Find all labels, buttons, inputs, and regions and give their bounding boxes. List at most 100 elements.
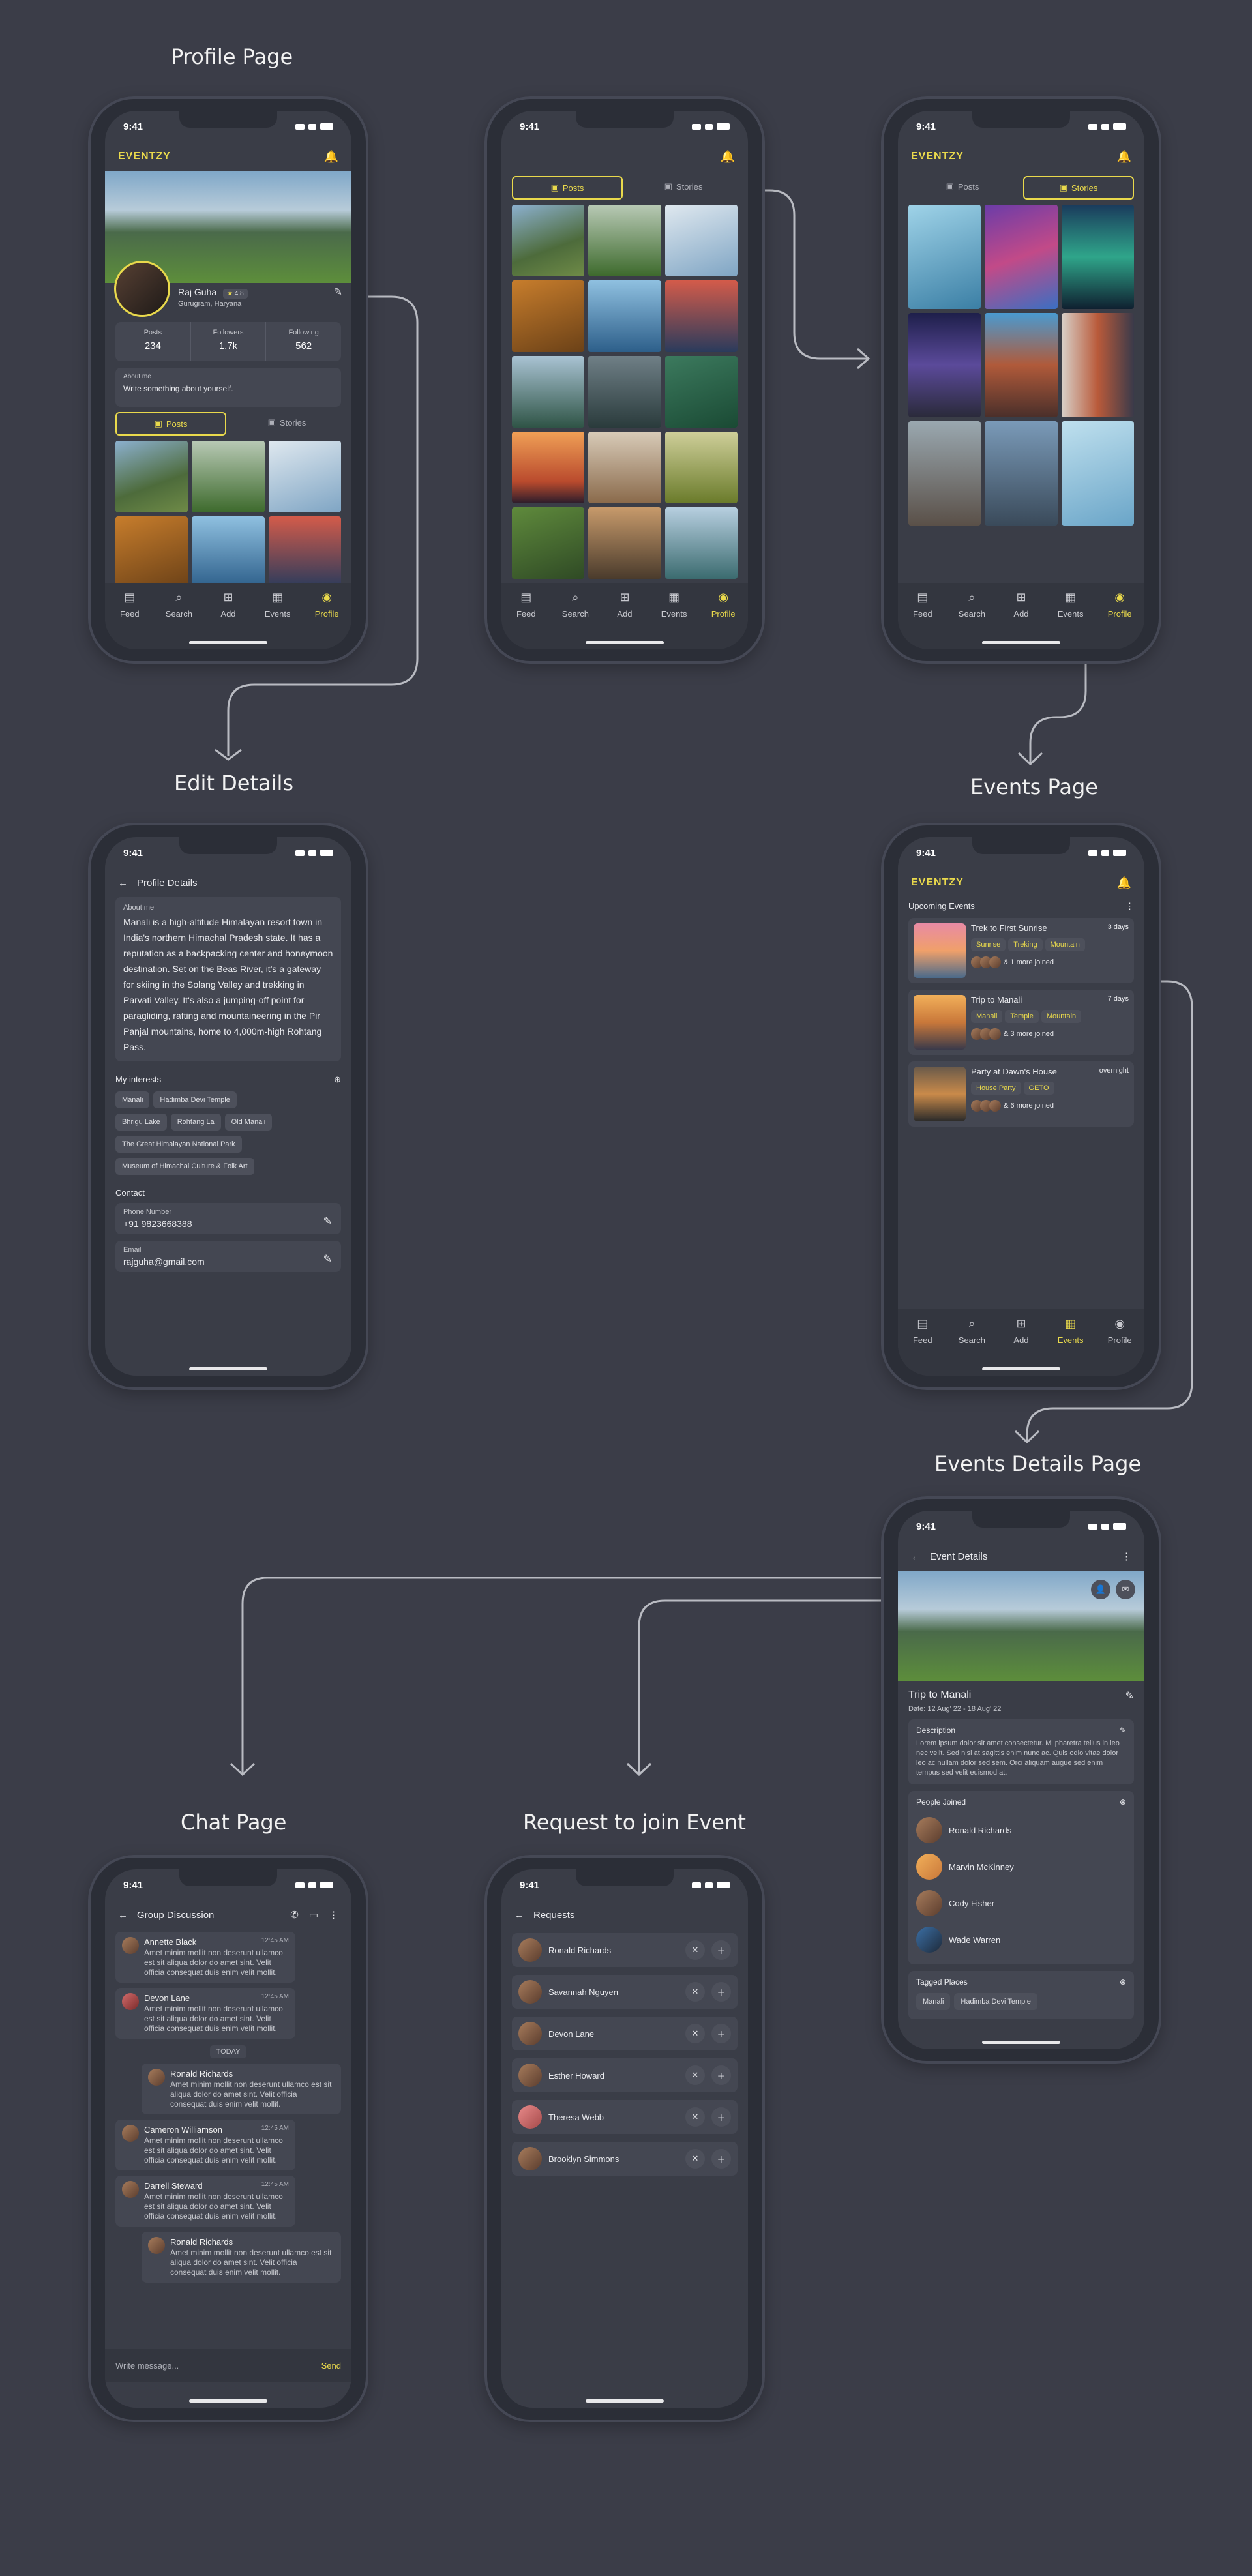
- story-thumb[interactable]: [1061, 421, 1134, 526]
- send-button[interactable]: Send: [321, 2360, 341, 2371]
- nav-events[interactable]: ▦Events: [655, 589, 694, 649]
- post-thumb[interactable]: [115, 441, 188, 512]
- decline-close-icon[interactable]: ✕: [685, 1940, 705, 1960]
- profile-avatar[interactable]: [114, 261, 170, 317]
- accept-add-user-icon[interactable]: ＋: [711, 2065, 731, 2085]
- nav-add[interactable]: ⊞Add: [1002, 1316, 1041, 1376]
- accept-add-user-icon[interactable]: ＋: [711, 2149, 731, 2169]
- more-vertical-icon[interactable]: ⋮: [1122, 1551, 1131, 1562]
- person-row[interactable]: Cody Fisher: [916, 1885, 1126, 1921]
- interest-chip[interactable]: Manali: [115, 1091, 150, 1108]
- interest-chip[interactable]: Old Manali: [224, 1114, 273, 1131]
- post-thumb[interactable]: [512, 280, 585, 352]
- story-thumb[interactable]: [985, 205, 1058, 309]
- about-me-card[interactable]: About me Manali is a high-altitude Himal…: [115, 897, 341, 1061]
- decline-close-icon[interactable]: ✕: [685, 1982, 705, 2002]
- add-circle-icon[interactable]: ⊕: [334, 1074, 341, 1084]
- notification-bell-icon[interactable]: 🔔: [323, 149, 338, 163]
- edit-icon[interactable]: ✎: [323, 1216, 332, 1227]
- decline-close-icon[interactable]: ✕: [685, 2065, 705, 2085]
- post-thumb[interactable]: [664, 280, 738, 352]
- nav-profile[interactable]: ◉Profile: [1100, 1316, 1139, 1376]
- nav-search[interactable]: ⌕Search: [952, 1316, 991, 1376]
- nav-events[interactable]: ▦Events: [1051, 589, 1090, 649]
- story-thumb[interactable]: [985, 421, 1058, 526]
- message-input[interactable]: Write message...: [115, 2360, 179, 2371]
- edit-icon[interactable]: ✎: [1125, 1691, 1134, 1702]
- story-thumb[interactable]: [908, 205, 981, 309]
- interest-chip[interactable]: Bhrigu Lake: [115, 1114, 167, 1131]
- more-vertical-icon[interactable]: ⋮: [1125, 901, 1134, 911]
- person-row[interactable]: Marvin McKinney: [916, 1848, 1126, 1885]
- accept-add-user-icon[interactable]: ＋: [711, 1982, 731, 2002]
- decline-close-icon[interactable]: ✕: [685, 2107, 705, 2127]
- post-thumb[interactable]: [512, 507, 585, 579]
- post-thumb[interactable]: [268, 516, 341, 588]
- back-arrow-icon[interactable]: ←: [911, 1550, 921, 1562]
- more-vertical-icon[interactable]: ⋮: [329, 1910, 338, 1921]
- place-chip[interactable]: Hadimba Devi Temple: [954, 1993, 1037, 2010]
- nav-feed[interactable]: ▤Feed: [507, 589, 546, 649]
- decline-close-icon[interactable]: ✕: [685, 2149, 705, 2169]
- phone-icon[interactable]: ✆: [290, 1910, 299, 1921]
- nav-search[interactable]: ⌕Search: [952, 589, 991, 649]
- person-row[interactable]: Ronald Richards: [916, 1812, 1126, 1848]
- post-thumb[interactable]: [192, 441, 265, 512]
- person-row[interactable]: Wade Warren: [916, 1921, 1126, 1958]
- nav-profile[interactable]: ◉Profile: [704, 589, 743, 649]
- accept-add-user-icon[interactable]: ＋: [711, 2107, 731, 2127]
- add-user-icon[interactable]: 👤: [1091, 1580, 1110, 1599]
- tab-stories[interactable]: ▣Stories: [233, 412, 341, 433]
- about-me-card[interactable]: About me Write something about yourself.: [115, 368, 341, 407]
- place-chip[interactable]: Manali: [916, 1993, 951, 2010]
- post-thumb[interactable]: [588, 356, 661, 428]
- tab-posts[interactable]: ▣Posts: [512, 176, 623, 200]
- interest-chip[interactable]: Hadimba Devi Temple: [153, 1091, 237, 1108]
- nav-add[interactable]: ⊞Add: [209, 589, 248, 649]
- back-arrow-icon[interactable]: ←: [118, 1909, 128, 1921]
- story-thumb[interactable]: [1061, 313, 1134, 417]
- interest-chip[interactable]: Rohtang La: [170, 1114, 221, 1131]
- nav-feed[interactable]: ▤Feed: [903, 1316, 942, 1376]
- post-thumb[interactable]: [192, 516, 265, 588]
- post-thumb[interactable]: [588, 432, 661, 503]
- post-thumb[interactable]: [115, 516, 188, 588]
- nav-add[interactable]: ⊞Add: [1002, 589, 1041, 649]
- nav-add[interactable]: ⊞Add: [605, 589, 644, 649]
- chat-icon[interactable]: ✉: [1116, 1580, 1135, 1599]
- post-thumb[interactable]: [588, 205, 661, 276]
- post-thumb[interactable]: [588, 280, 661, 352]
- interest-chip[interactable]: Museum of Himachal Culture & Folk Art: [115, 1158, 254, 1175]
- decline-close-icon[interactable]: ✕: [685, 2024, 705, 2043]
- nav-feed[interactable]: ▤Feed: [110, 589, 149, 649]
- edit-icon[interactable]: ✎: [1119, 1726, 1126, 1735]
- phone-field[interactable]: Phone Number +91 9823668388 ✎: [115, 1203, 341, 1234]
- post-thumb[interactable]: [268, 441, 341, 512]
- post-thumb[interactable]: [664, 205, 738, 276]
- nav-feed[interactable]: ▤Feed: [903, 589, 942, 649]
- accept-add-user-icon[interactable]: ＋: [711, 2024, 731, 2043]
- nav-profile[interactable]: ◉Profile: [1100, 589, 1139, 649]
- accept-add-user-icon[interactable]: ＋: [711, 1940, 731, 1960]
- notification-bell-icon[interactable]: 🔔: [720, 149, 735, 163]
- edit-icon[interactable]: ✎: [323, 1254, 332, 1265]
- add-circle-icon[interactable]: ⊕: [1119, 1977, 1126, 1987]
- post-thumb[interactable]: [664, 356, 738, 428]
- story-thumb[interactable]: [1061, 205, 1134, 309]
- nav-events[interactable]: ▦Events: [258, 589, 297, 649]
- nav-profile[interactable]: ◉Profile: [307, 589, 346, 649]
- add-circle-icon[interactable]: ⊕: [1119, 1798, 1126, 1807]
- post-thumb[interactable]: [512, 356, 585, 428]
- post-thumb[interactable]: [588, 507, 661, 579]
- post-thumb[interactable]: [512, 205, 585, 276]
- email-field[interactable]: Email rajguha@gmail.com ✎: [115, 1241, 341, 1272]
- edit-icon[interactable]: ✎: [333, 287, 342, 298]
- post-thumb[interactable]: [512, 432, 585, 503]
- story-thumb[interactable]: [985, 313, 1058, 417]
- post-thumb[interactable]: [664, 507, 738, 579]
- tab-stories[interactable]: ▣Stories: [629, 176, 738, 197]
- nav-search[interactable]: ⌕Search: [556, 589, 595, 649]
